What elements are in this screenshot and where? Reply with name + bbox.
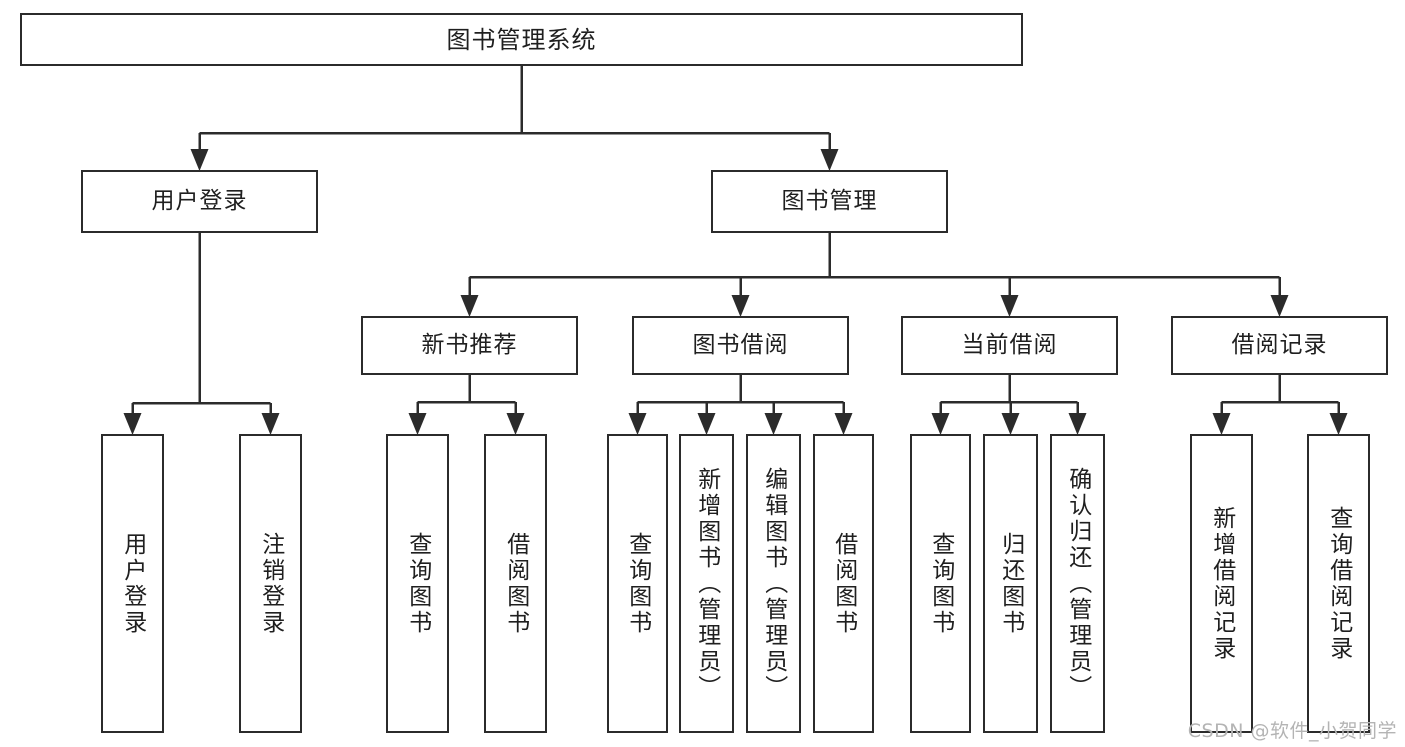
node-label: 借阅图书	[502, 531, 529, 636]
leaf-query-book-current[interactable]: 查询图书	[910, 434, 971, 733]
node-label: 图书管理	[781, 188, 878, 214]
node-label: 用户登录	[119, 531, 146, 636]
leaf-user-login[interactable]: 用户登录	[101, 434, 164, 733]
node-user-login[interactable]: 用户登录	[81, 170, 318, 233]
node-label: 当前借阅	[961, 332, 1058, 358]
node-new-book-recommend[interactable]: 新书推荐	[361, 316, 578, 375]
node-borrow-record[interactable]: 借阅记录	[1171, 316, 1388, 375]
node-label: 查询图书	[927, 531, 954, 636]
leaf-add-book[interactable]: 新增图书（管理员）	[679, 434, 734, 733]
node-label: 图书管理系统	[446, 25, 597, 54]
node-label: 查询图书	[624, 531, 651, 636]
node-label: 新书推荐	[421, 332, 518, 358]
node-current-borrow[interactable]: 当前借阅	[901, 316, 1118, 375]
node-label: 确认归还（管理员）	[1064, 466, 1091, 701]
node-label: 借阅图书	[830, 531, 857, 636]
leaf-query-borrow-record[interactable]: 查询借阅记录	[1307, 434, 1370, 733]
node-label: 借阅记录	[1231, 332, 1328, 358]
leaf-confirm-return[interactable]: 确认归还（管理员）	[1050, 434, 1105, 733]
node-label: 归还图书	[997, 531, 1024, 636]
leaf-query-book-recommend[interactable]: 查询图书	[386, 434, 449, 733]
node-book-borrow[interactable]: 图书借阅	[632, 316, 849, 375]
node-root[interactable]: 图书管理系统	[20, 13, 1023, 66]
leaf-borrow-book-recommend[interactable]: 借阅图书	[484, 434, 547, 733]
node-label: 图书借阅	[692, 332, 789, 358]
node-book-manage[interactable]: 图书管理	[711, 170, 948, 233]
node-label: 用户登录	[151, 188, 248, 214]
node-label: 编辑图书（管理员）	[760, 466, 787, 701]
node-label: 新增图书（管理员）	[693, 466, 720, 701]
node-label: 新增借阅记录	[1208, 505, 1235, 662]
leaf-borrow-book[interactable]: 借阅图书	[813, 434, 874, 733]
leaf-query-book-borrow[interactable]: 查询图书	[607, 434, 668, 733]
watermark: CSDN @软件_小贺同学	[1187, 720, 1397, 742]
node-label: 注销登录	[257, 531, 284, 636]
leaf-edit-book[interactable]: 编辑图书（管理员）	[746, 434, 801, 733]
leaf-return-book[interactable]: 归还图书	[983, 434, 1038, 733]
node-label: 查询图书	[404, 531, 431, 636]
leaf-add-borrow-record[interactable]: 新增借阅记录	[1190, 434, 1253, 733]
node-label: 查询借阅记录	[1325, 505, 1352, 662]
leaf-user-logout[interactable]: 注销登录	[239, 434, 302, 733]
